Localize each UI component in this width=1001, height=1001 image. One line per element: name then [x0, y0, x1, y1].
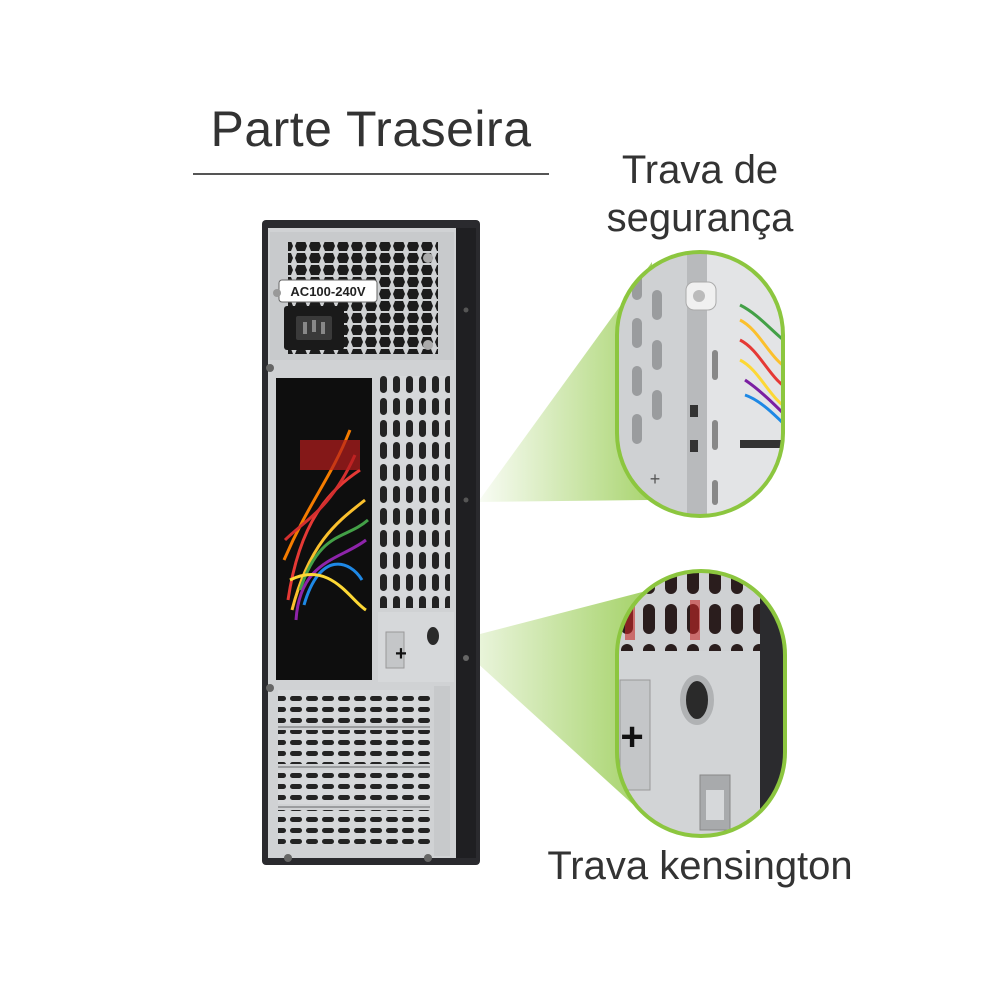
cross-mark-icon: + [395, 643, 407, 665]
kensington-lock-zoom: + [615, 569, 787, 838]
kensington-lock-callout: Trava kensington [547, 844, 853, 888]
expansion-slot-covers [278, 690, 430, 844]
kensington-zoom-beam [453, 590, 650, 820]
psu-voltage-label: AC100-240V [290, 284, 365, 299]
kensington-slot [427, 627, 439, 645]
rear-vent-grille [380, 376, 450, 608]
security-lock-label-line1: Trava de [621, 148, 779, 192]
case-interior [276, 378, 372, 680]
internal-cables [282, 429, 369, 621]
page-title: Parte Traseira [210, 101, 532, 157]
security-lock-callout: Trava de segurança [575, 146, 825, 242]
cross-mark-icon: + [620, 715, 643, 759]
pc-case-rear: AC100-240V + [262, 220, 480, 865]
svg-text:+: + [650, 469, 661, 489]
security-lock-zoom: + [615, 250, 785, 518]
padlock-bracket [385, 631, 405, 669]
security-zoom-beam [478, 262, 652, 502]
security-lock-label-line2: segurança [606, 196, 794, 240]
title-divider [193, 173, 549, 175]
